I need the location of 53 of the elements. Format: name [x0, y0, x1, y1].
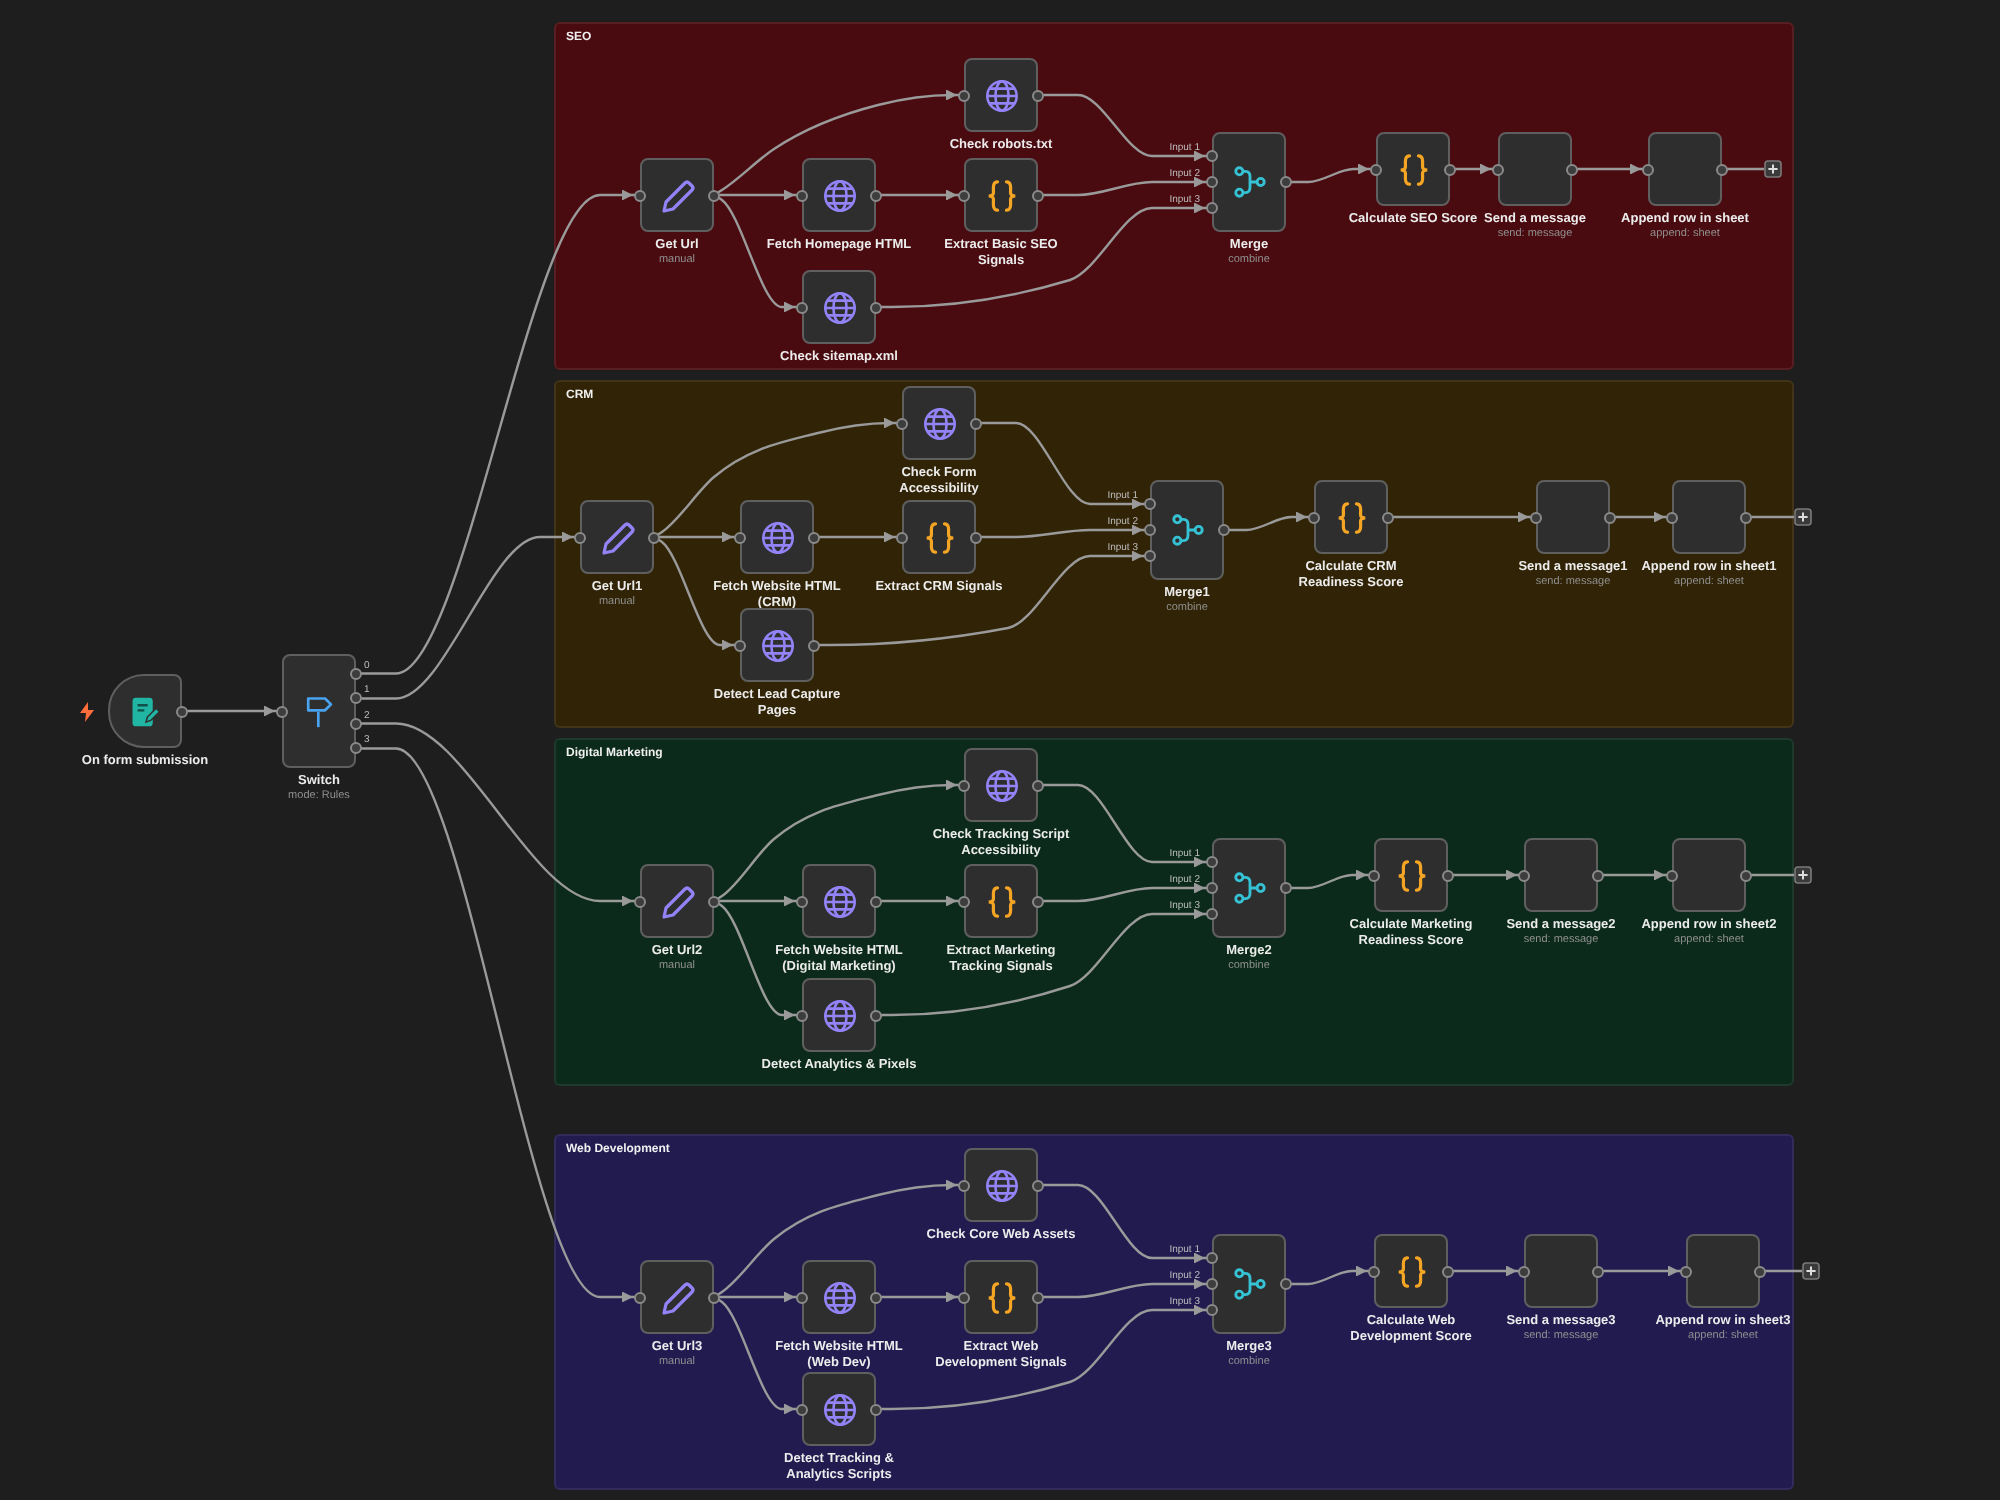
connector-line	[1760, 1269, 1802, 1273]
group-panel	[554, 738, 1794, 1086]
connector-arrow	[976, 524, 1150, 539]
connector-arrow	[713, 89, 964, 197]
connector-arrow	[356, 722, 640, 907]
connector-arrow	[182, 705, 282, 717]
connector-arrow	[714, 189, 802, 201]
connector-arrow	[1598, 869, 1672, 881]
connector-arrow	[356, 531, 580, 700]
connector-arrow	[1038, 1278, 1212, 1299]
connector-arrow	[1610, 511, 1672, 523]
connector-arrow	[1224, 511, 1314, 532]
connector-line	[1746, 515, 1794, 519]
connector-arrow	[356, 189, 640, 675]
connector-arrow	[713, 899, 802, 1021]
group-panel	[554, 380, 1794, 728]
connector-arrow	[1572, 163, 1648, 175]
group-panel	[554, 1134, 1794, 1490]
connector-line	[1722, 167, 1764, 171]
connector-arrow	[1286, 869, 1374, 890]
group-panel	[554, 22, 1794, 370]
connector-arrow	[713, 779, 964, 903]
connector-arrow	[654, 531, 740, 543]
connector-arrow	[1286, 1265, 1374, 1286]
connector-arrow	[1038, 783, 1212, 868]
connector-arrow	[976, 421, 1150, 510]
connector-arrow	[1038, 93, 1212, 162]
connector-arrow	[713, 1295, 802, 1415]
connector-arrow	[1598, 1265, 1686, 1277]
connector-arrow	[713, 1179, 964, 1299]
connector-arrow	[1450, 163, 1498, 175]
connector-arrow	[876, 1304, 1212, 1411]
connector-arrow	[876, 895, 964, 907]
connector-arrow	[713, 193, 802, 313]
connector-arrow	[653, 417, 902, 539]
connector-arrow	[1448, 869, 1524, 881]
connector-arrow	[714, 895, 802, 907]
connector-arrow	[876, 908, 1212, 1017]
connector-arrow	[1038, 882, 1212, 903]
connector-arrow	[1038, 176, 1212, 197]
connector-arrow	[1388, 511, 1536, 523]
connector-arrow	[814, 550, 1150, 647]
connector-arrow	[814, 531, 902, 543]
connector-arrow	[876, 1291, 964, 1303]
connector-arrow	[1038, 1183, 1212, 1264]
connector-arrow	[1448, 1265, 1524, 1277]
connector-arrow	[714, 1291, 802, 1303]
connector-arrow	[356, 747, 640, 1303]
connector-line	[1746, 873, 1794, 877]
connector-arrow	[653, 535, 740, 651]
connector-arrow	[876, 202, 1212, 309]
connector-arrow	[1286, 163, 1376, 184]
connector-arrow	[876, 189, 964, 201]
